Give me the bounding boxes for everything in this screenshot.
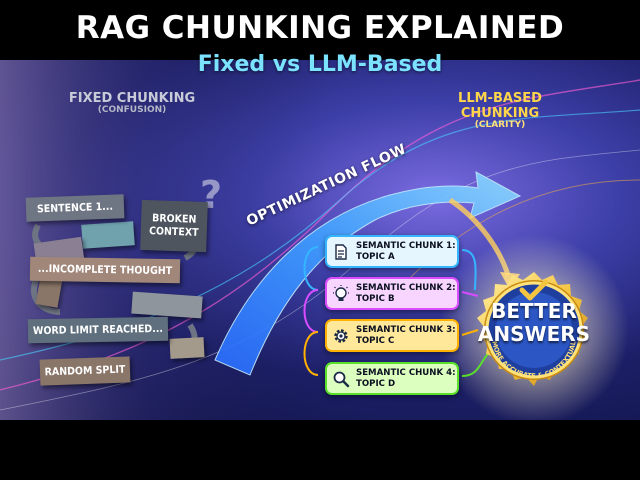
fixed-chunking-heading: FIXED CHUNKING (CONFUSION) <box>52 91 212 115</box>
llm-subheading-text: (CLARITY) <box>474 120 526 130</box>
blank-paper-strip <box>169 337 205 359</box>
fixed-subheading-text: (CONFUSION) <box>97 105 167 115</box>
main-title: RAG CHUNKING EXPLAINED <box>75 10 565 46</box>
chunk-4-line2: TOPIC D <box>356 378 396 389</box>
fixed-piece-word-limit: WORD LIMIT REACHED... <box>27 316 169 344</box>
badge-line1: BETTER <box>491 299 577 323</box>
lightbulb-icon <box>333 284 349 301</box>
chunk-4-line1: SEMANTIC CHUNK 4: <box>356 367 456 378</box>
fixed-piece-sentence: SENTENCE 1... <box>25 194 125 222</box>
semantic-chunk-3-label: SEMANTIC CHUNK 3: TOPIC C <box>356 325 456 347</box>
blank-paper-strip <box>81 221 135 249</box>
chunk-3-line1: SEMANTIC CHUNK 3: <box>356 324 456 335</box>
gear-icon <box>334 328 348 343</box>
semantic-chunk-2-label: SEMANTIC CHUNK 2: TOPIC B <box>356 283 456 305</box>
fixed-piece-broken-context: BROKEN CONTEXT <box>140 199 208 253</box>
badge-line2: ANSWERS <box>477 322 591 346</box>
llm-heading-text: LLM-BASED CHUNKING <box>458 91 542 121</box>
chunk-1-line1: SEMANTIC CHUNK 1: <box>356 240 456 251</box>
badge-seal: MORE ACCURATE & CONTEXTUAL <box>477 272 588 386</box>
chunk-2-line1: SEMANTIC CHUNK 2: <box>356 282 456 293</box>
semantic-chunk-4-label: SEMANTIC CHUNK 4: TOPIC D <box>356 368 456 390</box>
document-icon <box>335 243 347 260</box>
checkmark-icon <box>519 279 549 301</box>
better-answers-badge: MORE ACCURATE & CONTEXTUAL BETTER ANSWER… <box>470 266 598 394</box>
fixed-piece-incomplete-thought: ...INCOMPLETE THOUGHT <box>29 256 181 284</box>
chunk-1-line2: TOPIC A <box>356 251 395 262</box>
fixed-heading-text: FIXED CHUNKING <box>68 91 196 106</box>
subtitle: Fixed vs LLM-Based <box>197 52 443 77</box>
broken-context-text: BROKEN CONTEXT <box>148 212 199 239</box>
fixed-piece-random-split: RANDOM SPLIT <box>39 356 131 386</box>
llm-chunking-heading: LLM-BASED CHUNKING (CLARITY) <box>420 91 580 130</box>
magnifier-icon <box>333 371 350 387</box>
semantic-chunk-1: SEMANTIC CHUNK 1: TOPIC A <box>325 235 459 268</box>
semantic-chunk-4: SEMANTIC CHUNK 4: TOPIC D <box>325 362 459 395</box>
semantic-chunk-1-label: SEMANTIC CHUNK 1: TOPIC A <box>356 241 456 263</box>
chunk-3-line2: TOPIC C <box>356 335 395 346</box>
semantic-chunk-2: SEMANTIC CHUNK 2: TOPIC B <box>325 277 459 310</box>
chunk-2-line2: TOPIC B <box>356 293 395 304</box>
semantic-chunk-3: SEMANTIC CHUNK 3: TOPIC C <box>325 319 459 352</box>
